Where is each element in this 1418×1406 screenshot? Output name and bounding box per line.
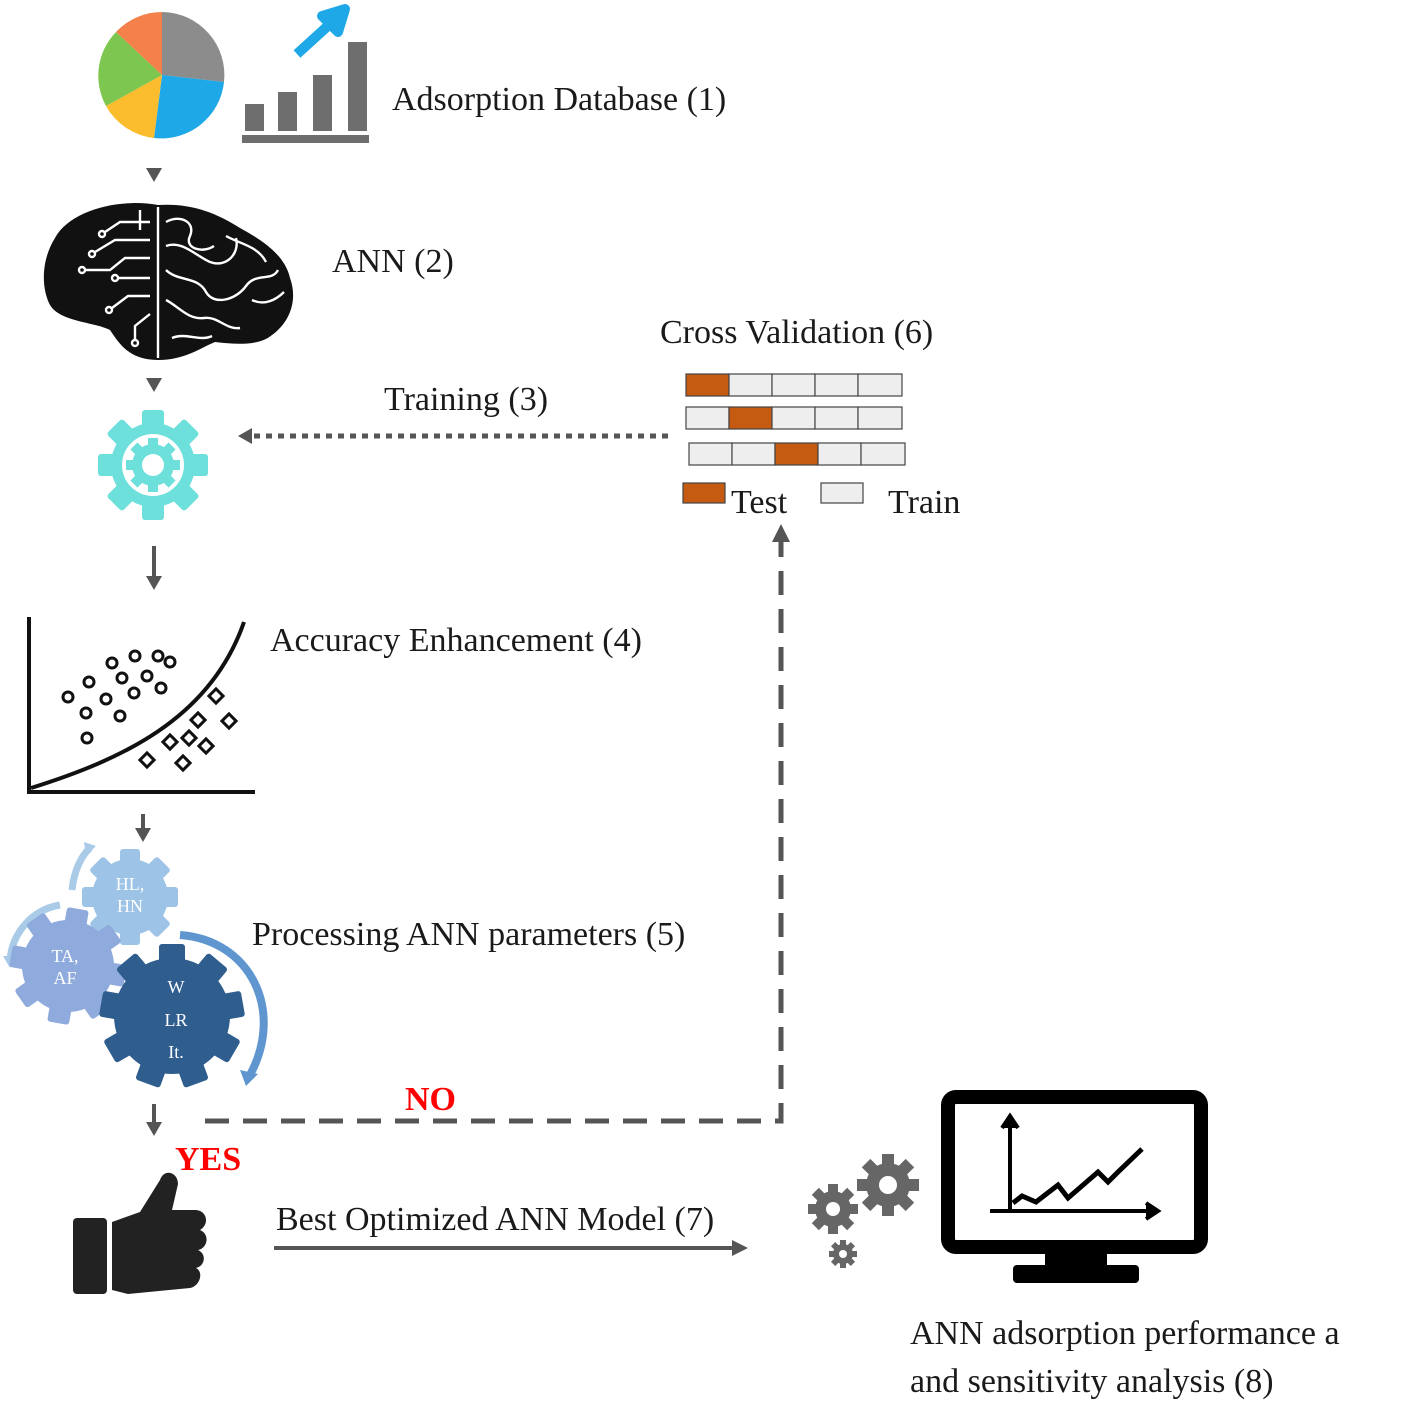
monitor-chart-icon xyxy=(941,1090,1208,1283)
parameter-gears-icon: HL, HN TA, AF W LR It. xyxy=(3,842,268,1088)
gear-large-line2: LR xyxy=(164,1010,187,1030)
scatter-plot-icon xyxy=(27,617,255,794)
processing-label: Processing ANN parameters (5) xyxy=(252,916,685,953)
no-feedback-arrow xyxy=(205,542,784,1124)
analysis-label-line1: ANN adsorption performance a xyxy=(910,1315,1340,1352)
arrow-head-icon xyxy=(732,1240,748,1256)
gear-large-line1: W xyxy=(168,977,185,997)
ann-label: ANN (2) xyxy=(332,243,454,280)
training-label: Training (3) xyxy=(384,381,548,418)
gear-large-line3: It. xyxy=(168,1042,184,1062)
small-gears-icon xyxy=(808,1154,919,1268)
no-label: NO xyxy=(405,1081,456,1118)
bar-chart-icon xyxy=(242,4,369,143)
arrow-head-icon xyxy=(772,524,790,542)
best-model-label: Best Optimized ANN Model (7) xyxy=(276,1201,714,1238)
gear-small-line2: HN xyxy=(117,896,143,916)
legend-train-label: Train xyxy=(888,484,960,521)
brain-icon xyxy=(43,203,294,360)
cross-validation-label: Cross Validation (6) xyxy=(660,314,933,351)
down-arrow-icon xyxy=(135,828,151,842)
gear-medium-line2: AF xyxy=(53,968,76,988)
down-arrow-icon xyxy=(146,168,162,182)
gear-icon xyxy=(98,410,208,520)
analysis-label-line2: and sensitivity analysis (8) xyxy=(910,1363,1274,1400)
down-arrow-icon xyxy=(146,576,162,590)
legend-test-label: Test xyxy=(731,484,788,521)
down-arrow-icon xyxy=(146,378,162,392)
yes-label: YES xyxy=(175,1141,241,1178)
down-arrow-icon xyxy=(146,1122,162,1136)
arrow-head-icon xyxy=(238,428,252,444)
thumbs-up-icon xyxy=(73,1172,207,1294)
accuracy-label: Accuracy Enhancement (4) xyxy=(270,622,642,659)
gear-medium-line1: TA, xyxy=(51,946,78,966)
pie-chart-icon xyxy=(98,12,225,139)
database-label: Adsorption Database (1) xyxy=(392,81,726,118)
cross-validation-folds xyxy=(682,373,906,504)
gear-small-line1: HL, xyxy=(116,874,145,894)
